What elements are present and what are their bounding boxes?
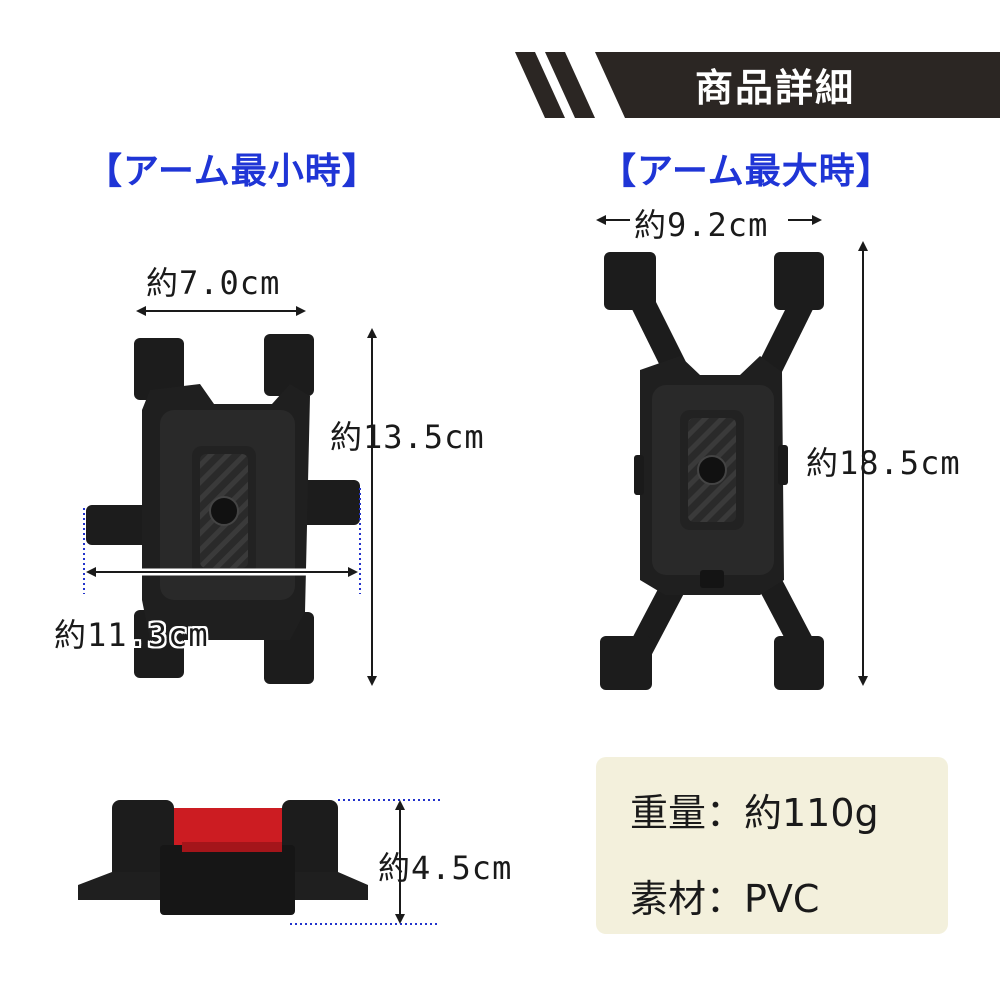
min-arm-title: 【アーム最小時】 [86,151,379,192]
max-arm-title: 【アーム最大時】 [600,151,893,192]
weight-spec: 重量：約110g [630,791,879,835]
min-width-label: 約7.0cm [146,264,281,302]
spec-box [596,757,948,934]
max-height-label: 約18.5cm [806,444,961,482]
depth-label: 約4.5cm [378,849,513,887]
page-title: 商品詳細 [694,66,855,110]
material-spec: 素材：PVC [630,877,820,921]
min-height-label: 約13.5cm [330,418,485,456]
holder-max-image [600,252,824,690]
header-banner [515,52,1000,118]
max-width-label: 約9.2cm [634,206,769,244]
holder-side-image [78,800,368,915]
min-span-label: 約11.3cm [54,616,209,654]
